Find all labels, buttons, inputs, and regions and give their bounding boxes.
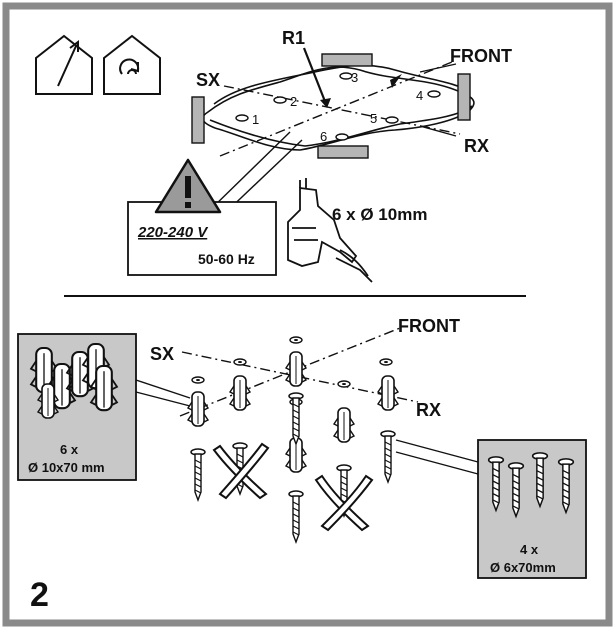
rx-pointer [419, 125, 457, 137]
screws-size: Ø 6x70mm [490, 560, 556, 575]
plugs-count: 6 x [60, 442, 79, 457]
plugs-size: Ø 10x70 mm [28, 460, 105, 475]
bracket-bottom [317, 145, 369, 159]
hole-label-6: 6 [320, 129, 327, 144]
hole-label-4: 4 [416, 88, 423, 103]
frequency-text: 50-60 Hz [198, 251, 255, 267]
hole-markers [235, 72, 441, 141]
warning-box [127, 201, 277, 276]
label-r1: R1 [282, 28, 305, 48]
front-arrowhead [390, 74, 402, 88]
hole-label-5: 5 [370, 111, 377, 126]
warning-triangle-icon [154, 158, 222, 214]
label-sx-bottom: SX [150, 344, 174, 364]
hole-label-1: 1 [252, 112, 259, 127]
r1-arrow [302, 47, 328, 105]
label-front-bottom: FRONT [398, 316, 460, 336]
drill-spec-text: 6 x Ø 10mm [332, 205, 427, 224]
screws-pointer-a [395, 439, 479, 463]
fixings-layout [187, 336, 399, 543]
bracket-right [457, 73, 471, 121]
drill-icon [287, 178, 373, 283]
voltage-text: 220-240 V [137, 224, 209, 241]
label-rx-top: RX [464, 136, 489, 156]
cross-out-left-icon [212, 442, 270, 500]
house-vent-icon [35, 34, 93, 95]
front-pointer [419, 63, 457, 73]
r1-arrowhead [320, 98, 331, 108]
plugs-pointer-a [135, 379, 191, 399]
screws-count: 4 x [520, 542, 539, 557]
warning-pointer-a [207, 131, 291, 213]
bracket-left [191, 96, 205, 144]
step-number: 2 [30, 576, 49, 614]
plugs-pointer-b [135, 391, 191, 407]
hole-label-2: 2 [290, 94, 297, 109]
screws-pointer-b [395, 451, 479, 475]
label-sx-top: SX [196, 70, 220, 90]
house-recirc-icon [103, 34, 161, 95]
label-front-top: FRONT [450, 46, 512, 66]
label-rx-bottom: RX [416, 400, 441, 420]
cross-out-right-icon [314, 474, 374, 532]
bracket-top [321, 53, 373, 67]
hole-label-3: 3 [351, 70, 358, 85]
